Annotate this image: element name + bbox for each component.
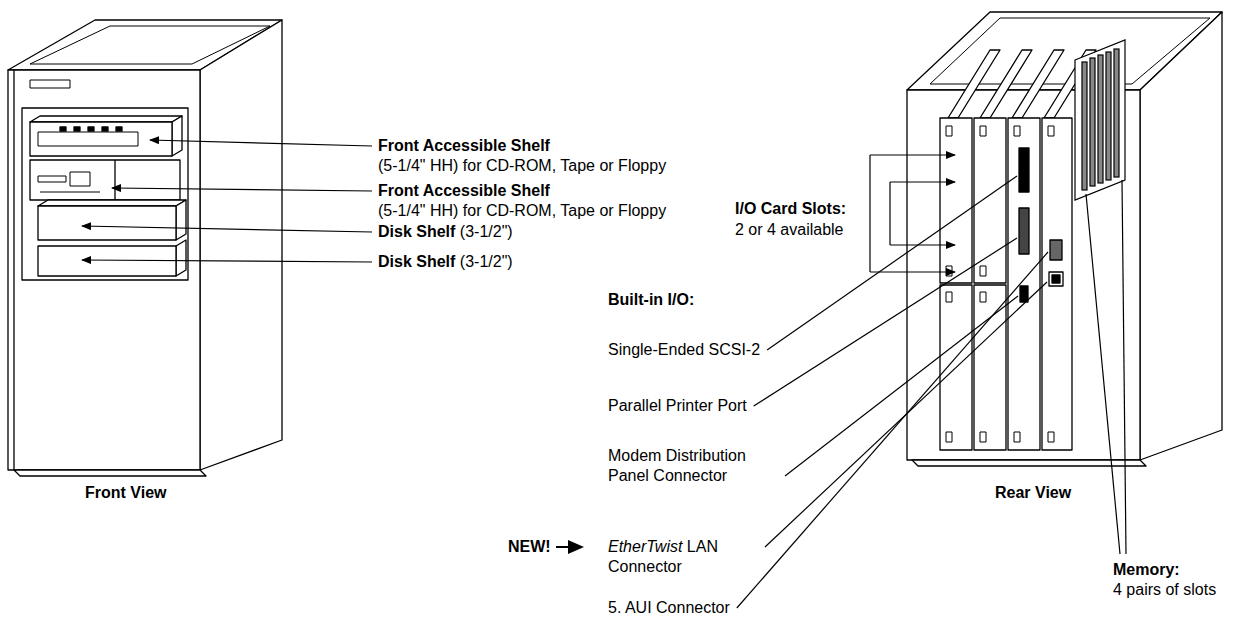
label-line: (5-1/4" HH) for CD-ROM, Tape or Floppy	[378, 156, 666, 176]
memory-board	[1075, 40, 1125, 200]
label-line: Disk Shelf (3-1/2")	[378, 252, 513, 272]
label-line: 5. AUI Connector	[608, 598, 730, 618]
callout-label: (5-1/4" HH) for CD-ROM, Tape or Floppy	[378, 157, 666, 174]
rj45-connector	[1049, 272, 1063, 286]
callout-label: (3-1/2")	[460, 253, 513, 270]
label-line: NEW!	[508, 537, 551, 557]
callout-label: 5. AUI Connector	[608, 599, 730, 616]
label-line: (5-1/4" HH) for CD-ROM, Tape or Floppy	[378, 201, 666, 221]
callout-label: Modem Distribution Panel Connector	[608, 447, 746, 484]
label-line: Memory:	[1113, 560, 1180, 580]
label-line: Built-in I/O:	[608, 290, 694, 310]
label-line: Rear View	[995, 483, 1071, 503]
callout-label: Front View	[85, 484, 167, 501]
label-line: EtherTwistLAN Connector	[608, 537, 758, 577]
callout-label: Front Accessible Shelf	[378, 137, 550, 154]
callout-label: 4 pairs of slots	[1113, 581, 1216, 598]
leader-lines	[737, 176, 1126, 608]
label-line: Parallel Printer Port	[608, 396, 747, 416]
callout-label: Single-Ended SCSI-2	[608, 341, 760, 358]
front-tower	[8, 20, 282, 476]
modem-connector	[1020, 286, 1028, 302]
label-line: Front View	[85, 483, 167, 503]
label-line: 4 pairs of slots	[1113, 580, 1216, 600]
callout-label: (3-1/2")	[460, 223, 513, 240]
callout-label: (5-1/4" HH) for CD-ROM, Tape or Floppy	[378, 202, 666, 219]
label-line: I/O Card Slots:	[735, 199, 846, 219]
label-line: Front Accessible Shelf	[378, 181, 550, 201]
aui-connector	[1050, 240, 1062, 260]
callout-label: 2 or 4 available	[735, 221, 844, 238]
callout-label: Parallel Printer Port	[608, 397, 747, 414]
callout-label: I/O Card Slots:	[735, 200, 846, 217]
callout-label: Built-in I/O:	[608, 291, 694, 308]
label-line: 2 or 4 available	[735, 220, 844, 240]
callout-label: Front Accessible Shelf	[378, 182, 550, 199]
callout-label: Memory:	[1113, 561, 1180, 578]
label-line: Modem Distribution Panel Connector	[608, 446, 778, 486]
scsi-connector	[1019, 148, 1029, 192]
label-line: Disk Shelf (3-1/2")	[378, 222, 513, 242]
new-arrow-symbol	[556, 540, 584, 554]
rear-tower	[907, 12, 1222, 466]
shelf-arrows	[82, 140, 372, 262]
label-line: Single-Ended SCSI-2	[608, 340, 760, 360]
callout-label: EtherTwist	[608, 538, 682, 555]
callout-label: Disk Shelf	[378, 253, 455, 270]
parallel-connector	[1019, 208, 1029, 254]
slot-bracket	[870, 155, 955, 272]
callout-label: NEW!	[508, 538, 551, 555]
label-line: Front Accessible Shelf	[378, 136, 550, 156]
callout-label: Disk Shelf	[378, 223, 455, 240]
callout-label: Rear View	[995, 484, 1071, 501]
